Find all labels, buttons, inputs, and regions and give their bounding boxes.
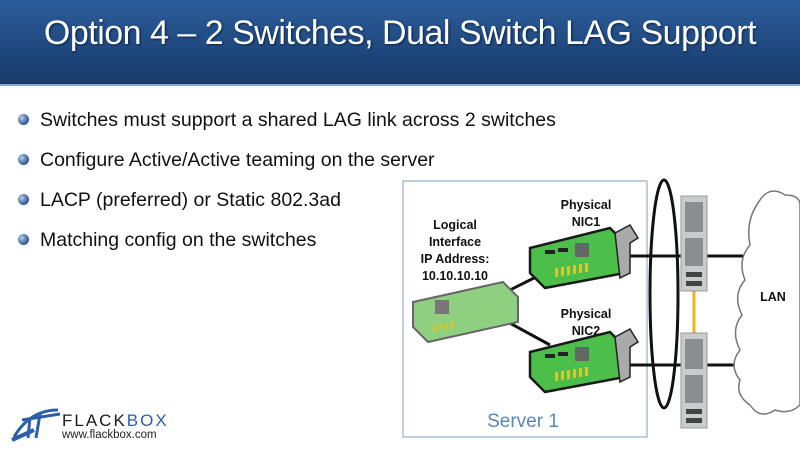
bullet-icon: [18, 114, 29, 125]
bullet-item: Configure Active/Active teaming on the s…: [18, 144, 556, 184]
slide-title: Option 4 – 2 Switches, Dual Switch LAG S…: [43, 14, 757, 52]
logical-label: Interface: [429, 235, 481, 249]
bullet-item: Switches must support a shared LAG link …: [18, 104, 556, 144]
bullet-item: Matching config on the switches: [18, 224, 556, 264]
bullet-icon: [18, 234, 29, 245]
logo-name-b: BOX: [126, 411, 169, 430]
lag-ellipse: [648, 178, 680, 410]
lan-label: LAN: [760, 290, 786, 304]
logo-url: www.flackbox.com: [62, 429, 157, 441]
logical-label: Logical: [433, 218, 477, 232]
switch1-icon: [680, 195, 708, 292]
logical-nic-icon: [412, 280, 519, 344]
bullet-icon: [18, 194, 29, 205]
bullet-item: LACP (preferred) or Static 802.3ad: [18, 184, 556, 224]
logical-label: IP Address:: [421, 252, 490, 266]
switch2-icon: [680, 332, 708, 429]
bullet-icon: [18, 154, 29, 165]
nic1-label: NIC1: [572, 215, 601, 229]
title-bar: Option 4 – 2 Switches, Dual Switch LAG S…: [0, 0, 800, 86]
server-label: Server 1: [487, 411, 559, 432]
bullet-text: Switches must support a shared LAG link …: [40, 109, 556, 131]
nic2-label: NIC2: [572, 324, 601, 338]
bullet-text: Matching config on the switches: [40, 229, 317, 251]
flackbox-logo-icon: [11, 408, 61, 442]
nic1-label: Physical: [561, 198, 612, 212]
bullet-text: Configure Active/Active teaming on the s…: [40, 149, 435, 171]
logo-name-a: FLACK: [62, 411, 127, 430]
bullet-text: LACP (preferred) or Static 802.3ad: [40, 189, 341, 211]
logical-label: 10.10.10.10: [422, 269, 488, 283]
logo-name: FLACKBOX: [62, 411, 169, 431]
nic2-label: Physical: [561, 307, 612, 321]
bullet-list: Switches must support a shared LAG link …: [18, 104, 556, 264]
lan-cloud-icon: [733, 190, 800, 415]
